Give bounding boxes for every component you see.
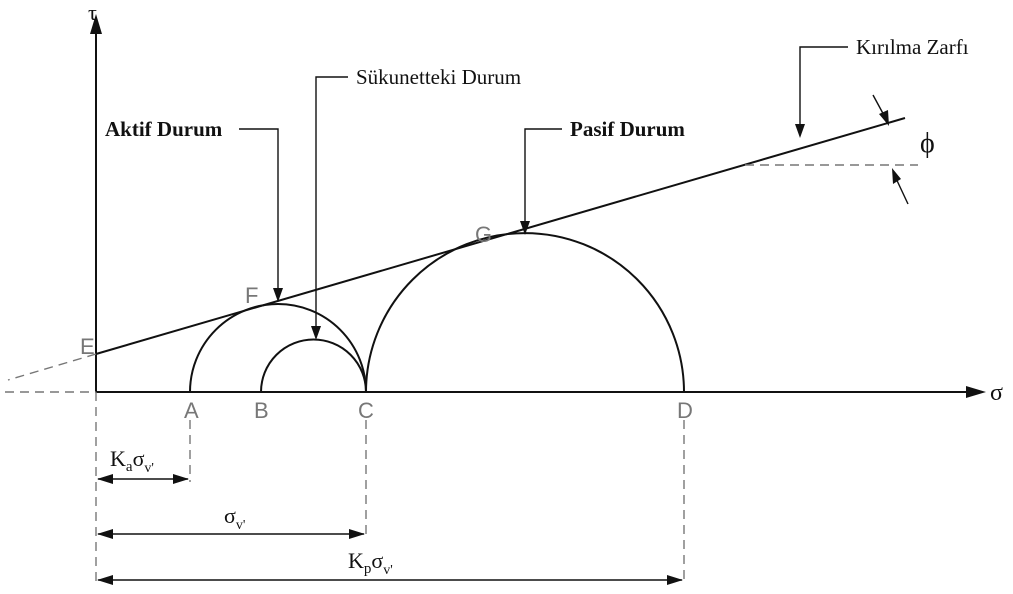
passive-callout-label: Pasif Durum [570,117,685,141]
ka-dimension-arrow-right [173,474,189,484]
sv-dimension-arrow-right [349,529,365,539]
envelope-callout-label: Kırılma Zarfı [856,35,969,59]
passive-callout-arrowhead [520,221,530,235]
point-label-d: D [677,398,693,423]
at-rest-callout-label: Sükunetteki Durum [356,65,521,89]
at-rest-callout-arrowhead [311,326,321,340]
envelope-callout-arrowhead [795,124,805,138]
kp-dimension-arrow-left [97,575,113,585]
phi-lower-arrowhead [892,168,901,184]
passive-callout-leader [524,128,562,222]
envelope-dashed-extension [7,353,97,381]
at-rest-circle [260,338,367,393]
ka-dimension-arrow-left [97,474,113,484]
envelope-callout-leader [799,46,848,126]
tau-axis-arrowhead [90,14,102,34]
friction-angle-indicator: ϕ [872,94,935,205]
point-label-b: B [254,398,269,423]
point-label-a: A [184,398,199,423]
point-label-c: C [358,398,374,423]
sv-dimension-arrow-left [97,529,113,539]
active-callout-leader [239,128,279,288]
point-label-e: E [80,334,95,359]
passive-circle [365,232,685,393]
sigma-axis-arrowhead [966,386,986,398]
phi-label: ϕ [920,128,935,159]
kp-dimension-arrow-right [667,575,683,585]
point-labels: A B C D E F G [80,222,693,423]
active-callout-label: Aktif Durum [105,117,223,141]
sigma-axis-label: σ [990,380,1003,406]
sv-dimension-label: σv' [224,503,245,533]
callouts: Kırılma Zarfı Sükunetteki Durum Aktif Du… [105,35,969,340]
tau-axis-label: τ [88,0,97,25]
point-label-g: G [475,222,492,247]
envelope-line [95,117,906,355]
active-callout-arrowhead [273,288,283,302]
kp-dimension-label: Kpσv' [348,548,393,578]
dimension-lines: Kaσv' σv' Kpσv' [95,392,685,586]
at-rest-callout-leader [315,76,348,326]
phi-upper-arrowhead [879,110,889,126]
point-label-f: F [245,283,258,308]
failure-envelope [7,117,918,381]
axes: τ σ [5,0,1003,406]
mohr-circles [189,232,685,393]
ka-dimension-label: Kaσv' [110,446,154,476]
active-circle [189,303,367,393]
